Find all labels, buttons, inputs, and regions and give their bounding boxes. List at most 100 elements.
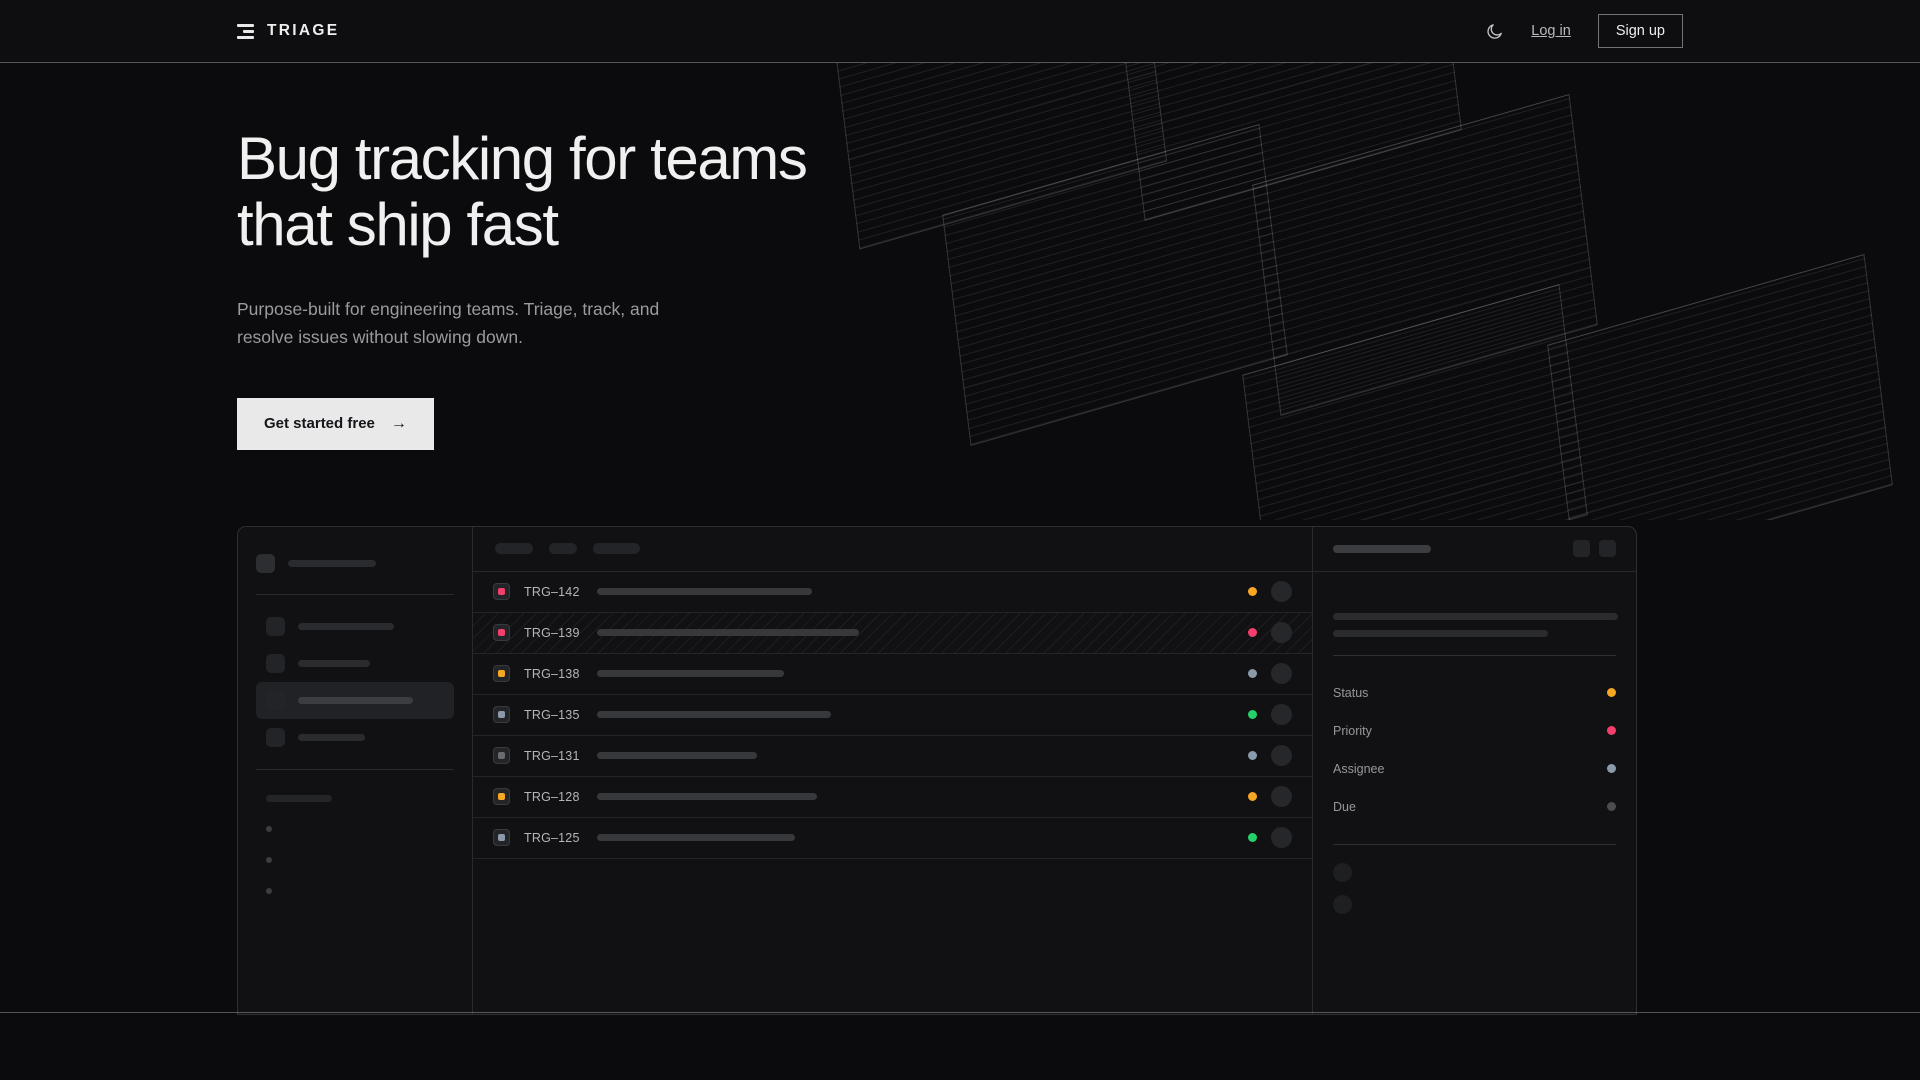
- list-toolbar: [473, 527, 1312, 572]
- issue-id: TRG–131: [524, 748, 580, 763]
- meta-value-dot: [1607, 764, 1616, 774]
- bullet-icon: [266, 826, 272, 833]
- workspace-avatar: [256, 554, 275, 574]
- meta-value-dot: [1607, 726, 1616, 736]
- bullet-icon: [266, 888, 272, 895]
- arrow-right-icon: →: [390, 414, 407, 432]
- issue-title-skeleton: [597, 793, 817, 801]
- sidebar-item-4[interactable]: [256, 719, 454, 756]
- sidebar-item-icon: [266, 690, 285, 710]
- login-link[interactable]: Log in: [1531, 23, 1571, 39]
- sidebar-sub-item[interactable]: [256, 876, 454, 907]
- section-label-skeleton: [266, 794, 332, 802]
- sidebar-item-label: [298, 659, 370, 667]
- section-divider: [0, 1012, 1920, 1013]
- sidebar-item-label: [298, 622, 394, 630]
- meta-row-priority[interactable]: Priority: [1333, 712, 1616, 750]
- table-row[interactable]: TRG–139: [473, 612, 1312, 654]
- issue-title-skeleton: [597, 711, 831, 719]
- avatar: [1271, 786, 1292, 808]
- meta-row-status[interactable]: Status: [1333, 674, 1616, 712]
- issue-id: TRG–142: [524, 584, 580, 599]
- issue-id: TRG–138: [524, 666, 580, 681]
- priority-indicator: [493, 583, 510, 601]
- nav-actions: Log in Sign up: [1485, 14, 1683, 48]
- detail-body-line: [1333, 612, 1618, 620]
- brand-name: TRIAGE: [267, 22, 340, 39]
- activity-avatar: [1333, 862, 1352, 882]
- bullet-icon: [266, 857, 272, 864]
- sidebar-nav: [256, 608, 454, 756]
- detail-divider: [1333, 843, 1616, 845]
- brand-logo[interactable]: TRIAGE: [237, 22, 339, 40]
- issue-id: TRG–128: [524, 789, 580, 804]
- meta-value-dot: [1607, 688, 1616, 698]
- table-row[interactable]: TRG–125: [473, 818, 1312, 859]
- sidebar-item-2[interactable]: [256, 645, 454, 682]
- issue-title-skeleton: [597, 752, 757, 760]
- avatar: [1271, 581, 1292, 603]
- sidebar-item-icon: [266, 727, 285, 747]
- toolbar-chip[interactable]: [549, 543, 577, 555]
- avatar: [1271, 704, 1292, 726]
- detail-action-icon[interactable]: [1573, 540, 1590, 558]
- table-row[interactable]: TRG–135: [473, 695, 1312, 736]
- workspace-name-skeleton: [288, 560, 376, 568]
- avatar: [1271, 745, 1292, 767]
- activity-feed: [1333, 862, 1616, 914]
- priority-indicator: [493, 665, 510, 683]
- status-badge: [1248, 587, 1257, 597]
- get-started-button[interactable]: Get started free →: [237, 397, 434, 450]
- table-row[interactable]: TRG–131: [473, 736, 1312, 777]
- meta-label: Assignee: [1333, 761, 1385, 776]
- status-badge: [1248, 669, 1257, 679]
- sidebar-sub-item[interactable]: [256, 845, 454, 876]
- issue-id: TRG–125: [524, 830, 580, 845]
- priority-indicator: [493, 624, 510, 642]
- sidebar-item-3[interactable]: [256, 681, 454, 719]
- hero-section: Bug tracking for teams that ship fast Pu…: [237, 63, 1920, 450]
- priority-indicator: [493, 706, 510, 724]
- detail-header: [1313, 527, 1636, 572]
- meta-row-assignee[interactable]: Assignee: [1333, 750, 1616, 788]
- sidebar-item-1[interactable]: [256, 608, 454, 645]
- sidebar-divider: [256, 593, 454, 595]
- priority-indicator: [493, 788, 510, 806]
- sidebar-workspace-switcher[interactable]: [256, 547, 454, 581]
- avatar: [1271, 622, 1292, 644]
- sidebar-item-label: [298, 696, 413, 704]
- status-badge: [1248, 751, 1257, 761]
- priority-indicator: [493, 747, 510, 765]
- table-row[interactable]: TRG–128: [473, 777, 1312, 818]
- detail-action-icon[interactable]: [1599, 540, 1616, 558]
- sidebar-divider: [256, 768, 454, 770]
- heading-line-1: Bug tracking for teams: [237, 125, 808, 192]
- toolbar-chip[interactable]: [495, 543, 533, 555]
- activity-avatar: [1333, 894, 1352, 914]
- sidebar-sub-item[interactable]: [256, 814, 454, 845]
- status-badge: [1248, 833, 1257, 843]
- sidebar-item-label: [298, 733, 365, 741]
- issue-title-skeleton: [597, 629, 859, 637]
- table-row[interactable]: TRG–138: [473, 654, 1312, 695]
- meta-label: Due: [1333, 799, 1356, 814]
- signup-button[interactable]: Sign up: [1597, 14, 1683, 48]
- sidebar-item-icon: [266, 653, 285, 673]
- sidebar-item-icon: [266, 616, 285, 636]
- table-row[interactable]: TRG–142: [473, 572, 1312, 613]
- priority-indicator: [493, 829, 510, 847]
- issue-title-skeleton: [597, 834, 795, 842]
- issue-id: TRG–135: [524, 707, 580, 722]
- page-title: Bug tracking for teams that ship fast: [237, 126, 937, 258]
- meta-row-due[interactable]: Due: [1333, 788, 1616, 826]
- status-badge: [1248, 710, 1257, 720]
- detail-divider: [1333, 654, 1616, 656]
- avatar: [1271, 663, 1292, 685]
- toolbar-chip[interactable]: [593, 543, 640, 555]
- moon-icon[interactable]: [1485, 22, 1504, 41]
